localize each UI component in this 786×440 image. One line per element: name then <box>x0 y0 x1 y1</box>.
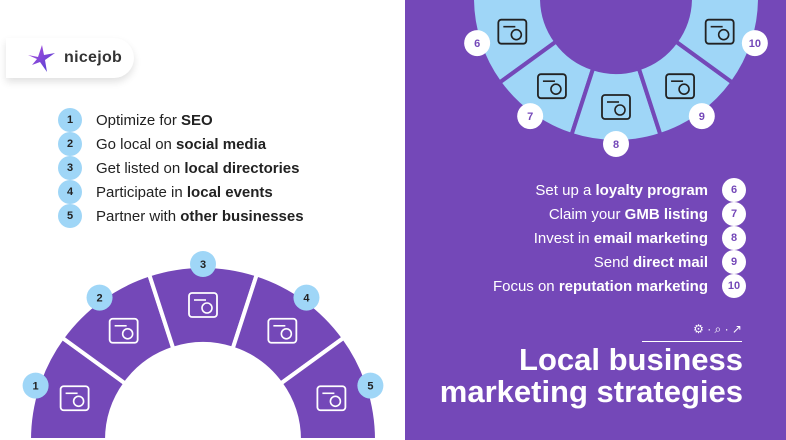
seo-icon <box>59 385 90 412</box>
number-badge: 8 <box>722 226 746 250</box>
item-prefix: Go local on <box>96 135 177 153</box>
svg-text:5: 5 <box>367 381 373 393</box>
page-title: Local business marketing strategies <box>440 344 743 408</box>
item-highlight: email marketing <box>593 229 708 247</box>
item-text: Send direct mail <box>594 254 708 271</box>
item-highlight: SEO <box>181 111 213 129</box>
item-highlight: GMB listing <box>624 205 708 223</box>
item-highlight: local directories <box>184 159 300 177</box>
item-prefix: Send <box>593 253 633 271</box>
item-text: Go local on social media <box>96 136 266 153</box>
left-arc-diagram: 1 2 3 4 5 <box>22 251 384 440</box>
item-prefix: Optimize for <box>96 111 182 129</box>
item-text: Invest in email marketing <box>534 230 708 247</box>
arc-segment <box>277 334 380 440</box>
list-item: Focus on reputation marketing 10 <box>493 274 746 298</box>
nicejob-logo: nicejob <box>6 38 134 78</box>
item-prefix: Claim your <box>548 205 625 223</box>
item-text: Participate in local events <box>96 184 273 201</box>
list-item: 5 Partner with other businesses <box>58 204 304 228</box>
item-text: Claim your GMB listing <box>549 206 708 223</box>
number-badge: 6 <box>722 178 746 202</box>
checklist-icon <box>188 292 218 318</box>
list-item: 1 Optimize for SEO <box>58 108 304 132</box>
item-text: Optimize for SEO <box>96 112 213 129</box>
number-badge: 4 <box>58 180 82 204</box>
number-badge: 7 <box>722 202 746 226</box>
marketing-icons-strip: ⚙ · ⌕ · ↗ <box>642 322 742 342</box>
list-item: Send direct mail 9 <box>493 250 746 274</box>
item-text: Focus on reputation marketing <box>493 278 708 295</box>
item-highlight: local events <box>186 183 273 201</box>
number-badge: 10 <box>722 274 746 298</box>
item-prefix: Focus on <box>492 277 559 295</box>
number-badge: 5 <box>58 204 82 228</box>
brand-name: nicejob <box>64 49 123 66</box>
number-badge: 9 <box>722 250 746 274</box>
svg-text:2: 2 <box>96 293 102 305</box>
item-prefix: Invest in <box>533 229 594 247</box>
item-highlight: loyalty program <box>595 181 708 199</box>
number-badge: 2 <box>58 132 82 156</box>
number-badge: 3 <box>58 156 82 180</box>
event-calendar-icon <box>267 317 298 344</box>
segment-number-badge: 5 <box>357 372 384 399</box>
item-text: Set up a loyalty program <box>535 182 708 199</box>
item-highlight: other businesses <box>180 207 304 225</box>
segment-number-badge: 3 <box>190 251 216 277</box>
item-highlight: direct mail <box>632 253 708 271</box>
item-prefix: Partner with <box>96 207 181 225</box>
item-prefix: Set up a <box>535 181 596 199</box>
list-item: 2 Go local on social media <box>58 132 304 156</box>
svg-text:4: 4 <box>303 293 310 305</box>
svg-text:3: 3 <box>200 259 206 271</box>
list-item: Set up a loyalty program 6 <box>493 178 746 202</box>
list-item: Invest in email marketing 8 <box>493 226 746 250</box>
list-item: 4 Participate in local events <box>58 180 304 204</box>
handshake-icon <box>316 385 347 412</box>
item-prefix: Get listed on <box>96 159 185 177</box>
item-text: Get listed on local directories <box>96 160 299 177</box>
left-strategy-list: 1 Optimize for SEO 2 Go local on social med… <box>58 108 304 228</box>
item-highlight: social media <box>176 135 267 153</box>
svg-text:1: 1 <box>33 381 39 393</box>
list-item: 3 Get listed on local directories <box>58 156 304 180</box>
title-line-2: marketing strategies <box>439 374 743 409</box>
item-text: Partner with other businesses <box>96 208 304 225</box>
segment-number-badge: 4 <box>293 284 320 311</box>
item-prefix: Participate in <box>96 183 187 201</box>
nicejob-star-icon <box>28 45 55 72</box>
segment-number-badge: 1 <box>22 372 49 399</box>
title-line-1: Local business <box>519 342 743 377</box>
list-item: Claim your GMB listing 7 <box>493 202 746 226</box>
chat-bubbles-icon <box>108 317 139 344</box>
segment-number-badge: 2 <box>86 284 113 311</box>
item-highlight: reputation marketing <box>558 277 708 295</box>
number-badge: 1 <box>58 108 82 132</box>
